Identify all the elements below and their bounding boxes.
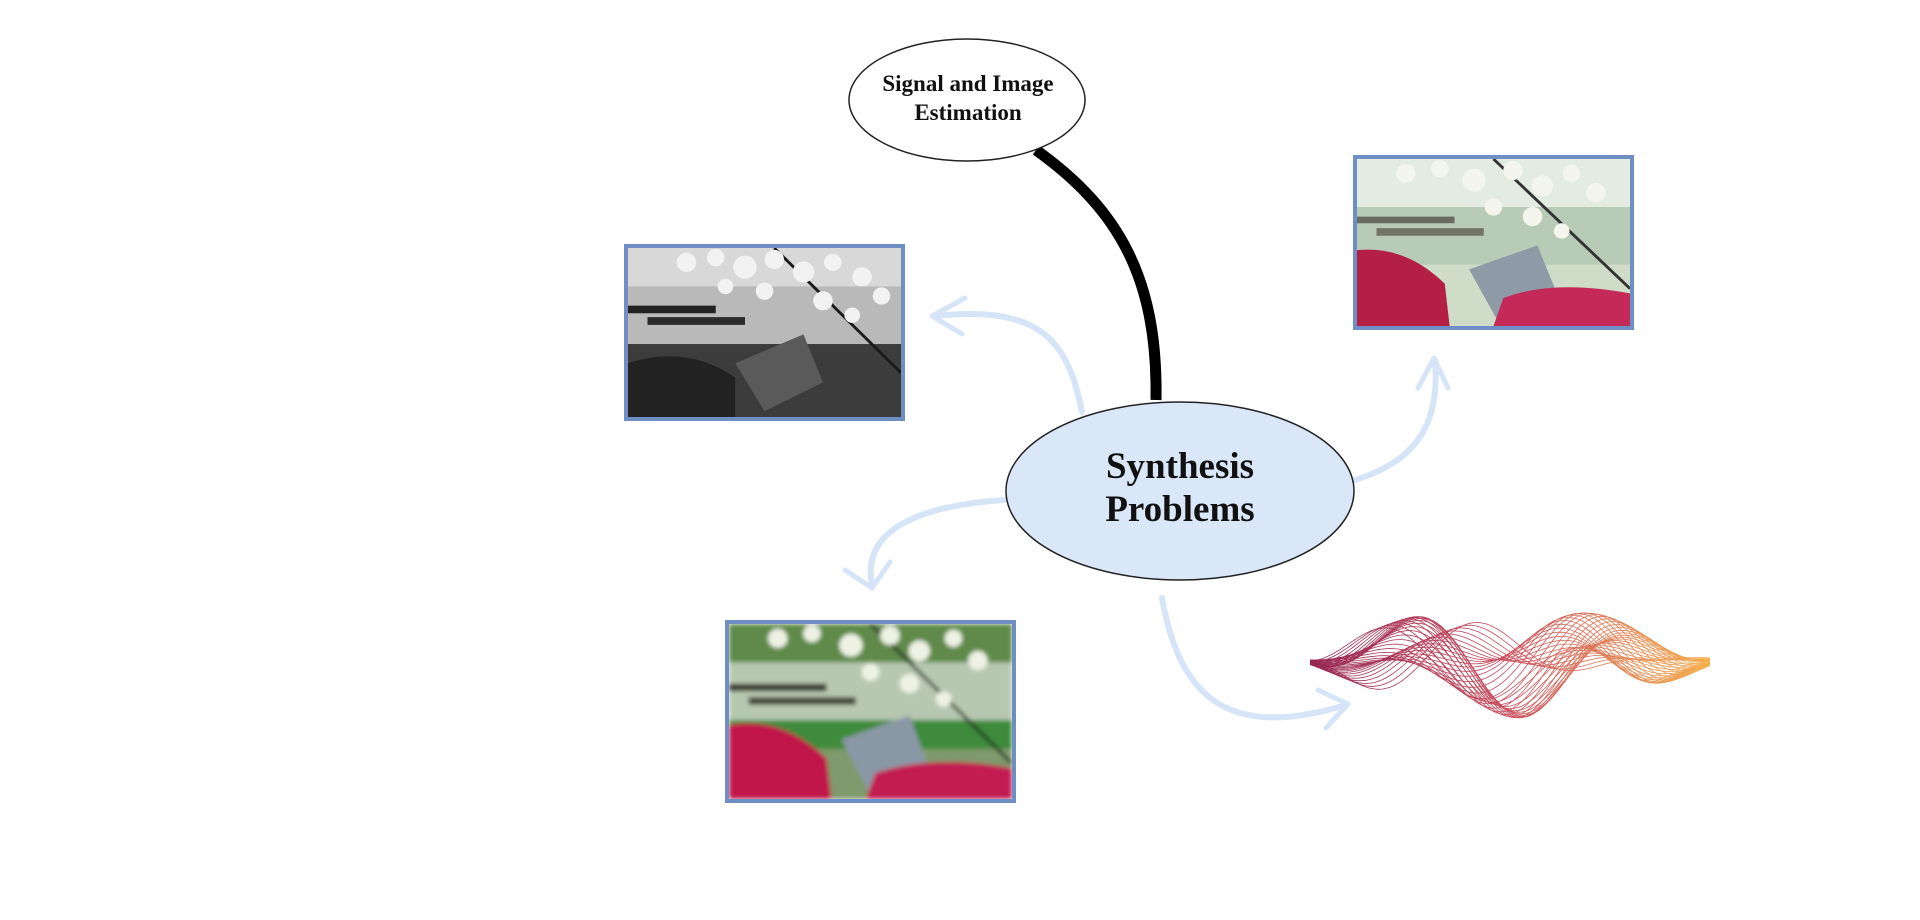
wave-strand <box>1310 614 1710 688</box>
wave-strand <box>1310 616 1710 713</box>
central-topic-line-2: Problems <box>1105 489 1255 530</box>
wave-strand <box>1310 617 1710 683</box>
arrowhead-grayscale <box>929 295 968 337</box>
arrow-to-grayscale-image <box>932 311 1085 415</box>
wave-strand <box>1310 627 1710 701</box>
connector-central-to-subtopic <box>1032 145 1162 401</box>
subtopic-line-2: Estimation <box>914 100 1022 125</box>
wave-strand <box>1310 616 1710 715</box>
wave-strand <box>1310 643 1710 679</box>
faded-color-lake-photo[interactable] <box>1353 155 1634 330</box>
arrowhead-blurred <box>842 559 893 591</box>
wave-ribbon-graphic[interactable] <box>1310 585 1710 735</box>
blurred-photo-art <box>729 624 1012 799</box>
arrow-to-blurred-image <box>867 497 1007 588</box>
wave-strand <box>1310 613 1710 709</box>
subtopic-node[interactable] <box>848 38 1086 162</box>
wave-strand <box>1310 618 1710 710</box>
wave-strand <box>1310 612 1710 705</box>
central-topic-label: Synthesis Problems <box>1007 445 1353 531</box>
grayscale-lake-photo[interactable] <box>624 244 905 421</box>
wave-strand <box>1310 627 1710 684</box>
wave-strand <box>1310 620 1710 708</box>
arrow-to-wave-graphic <box>1159 595 1349 721</box>
subtopic-label: Signal and Image Estimation <box>850 69 1086 127</box>
faded-photo-art <box>1357 159 1630 326</box>
wave-strand <box>1310 633 1710 679</box>
subtopic-line-1: Signal and Image <box>882 71 1054 96</box>
central-topic-line-1: Synthesis <box>1105 446 1255 487</box>
arrow-to-faded-image <box>1352 357 1439 483</box>
blurred-color-lake-photo[interactable] <box>725 620 1016 803</box>
central-topic-node[interactable] <box>1005 401 1355 581</box>
wave-strand <box>1310 620 1710 683</box>
wave-strand <box>1310 622 1710 705</box>
grayscale-photo-art <box>628 248 901 417</box>
arrowhead-faded <box>1415 355 1451 391</box>
wave-strand <box>1310 613 1710 694</box>
wave-strand <box>1310 616 1710 716</box>
arrowhead-wave <box>1315 687 1351 731</box>
wave-strand <box>1310 622 1710 690</box>
wave-strand <box>1310 617 1710 711</box>
